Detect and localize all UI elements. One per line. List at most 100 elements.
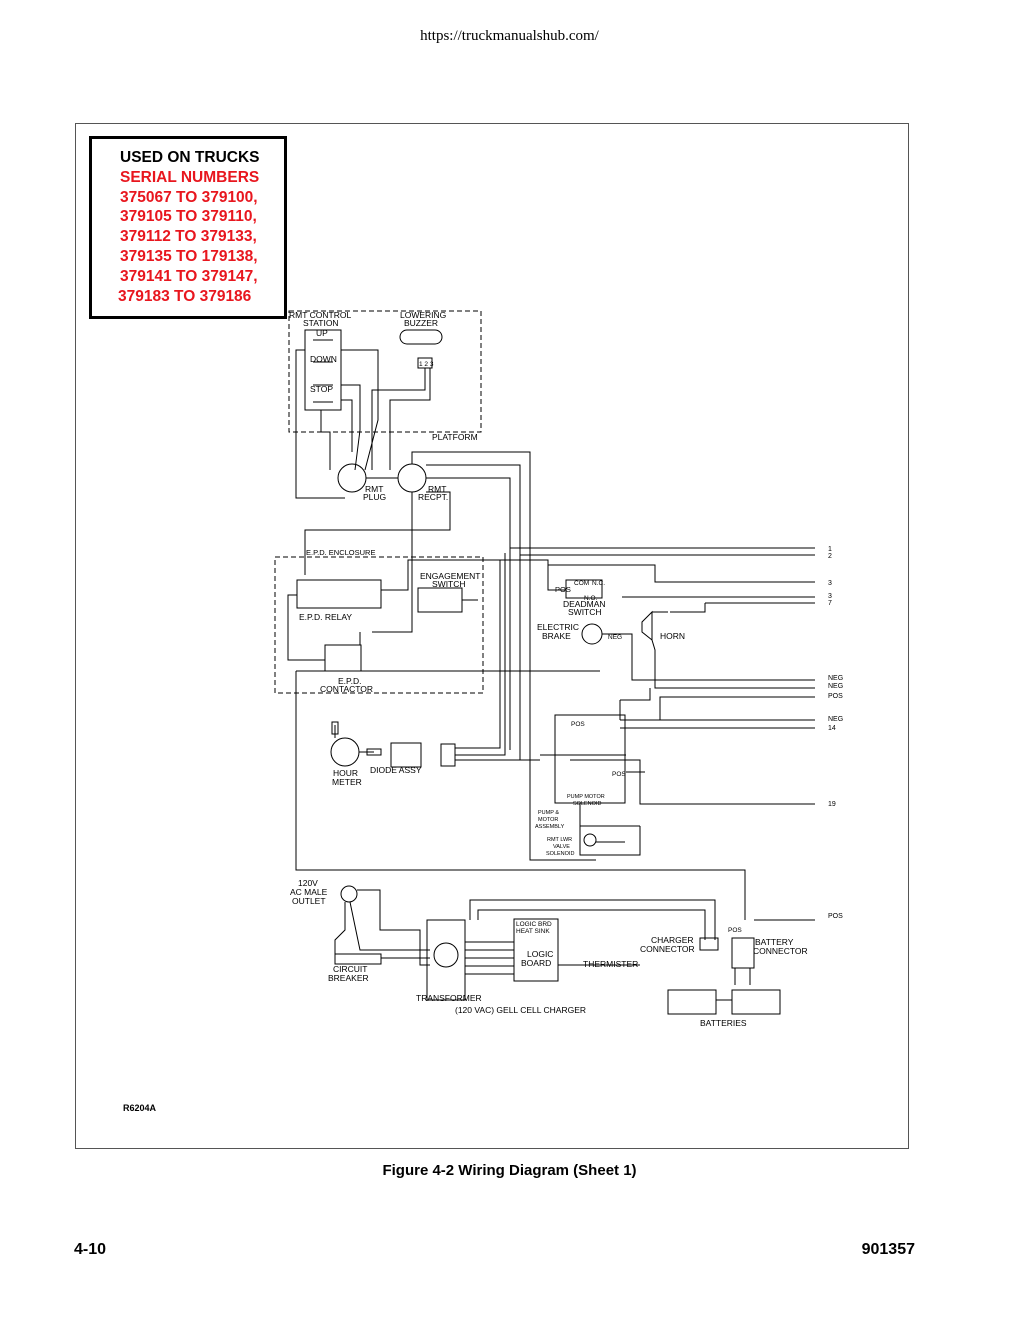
wire-label: 7 [828, 600, 832, 607]
svg-text:N.O.: N.O. [584, 595, 598, 602]
electric-brake-label: ELECTRIC [537, 622, 579, 632]
document-number: 901357 [861, 1241, 915, 1258]
svg-text:BUZZER: BUZZER [404, 318, 438, 328]
transformer [426, 919, 466, 1001]
charger-label: (120 VAC) GELL CELL CHARGER [455, 1005, 586, 1015]
serial-numbers-box: USED ON TRUCKS SERIAL NUMBERS 375067 TO … [89, 136, 287, 319]
wire-label: POS [828, 693, 843, 700]
electric-brake [581, 623, 603, 645]
serial-range: 379183 TO 379186 [118, 287, 252, 305]
battery-connector-label: BATTERY [755, 937, 794, 947]
wire-label: 3 [828, 580, 832, 587]
battery-1 [667, 989, 717, 1015]
serial-range: 379112 TO 379133, [120, 228, 257, 246]
rmt-recpt [397, 463, 427, 493]
battery-connector [731, 937, 755, 969]
wire-label: 19 [828, 801, 836, 808]
svg-text:SWITCH: SWITCH [568, 607, 602, 617]
batteries-label: BATTERIES [700, 1018, 747, 1028]
figure-caption: Figure 4-2 Wiring Diagram (Sheet 1) [382, 1162, 637, 1179]
serial-box-subtitle: SERIAL NUMBERS [120, 168, 260, 186]
wire-label: 14 [828, 725, 836, 732]
svg-text:AC MALE: AC MALE [290, 887, 328, 897]
svg-text:POS: POS [612, 771, 626, 778]
ac-outlet-label: 120V [298, 878, 318, 888]
ac-male-outlet [340, 885, 358, 903]
svg-text:SWITCH: SWITCH [432, 579, 466, 589]
svg-text:ASSEMBLY: ASSEMBLY [535, 824, 565, 830]
svg-text:UP: UP [316, 328, 328, 338]
svg-text:SOLENOID: SOLENOID [546, 851, 574, 857]
svg-text:CONTACTOR: CONTACTOR [320, 684, 373, 694]
svg-text:POS: POS [555, 585, 571, 594]
svg-text:DOWN: DOWN [310, 354, 337, 364]
diode-assy [390, 742, 422, 768]
buzzer-body [399, 329, 443, 345]
source-url[interactable]: https://truckmanualshub.com/ [420, 28, 599, 44]
svg-text:PUMP &: PUMP & [538, 810, 559, 816]
horn [641, 610, 653, 642]
svg-text:OUTLET: OUTLET [292, 896, 326, 906]
svg-text:POS: POS [728, 927, 742, 934]
epd-enclosure [274, 556, 484, 694]
svg-text:SOLENOID: SOLENOID [573, 801, 601, 807]
wire-label: NEG [828, 716, 843, 723]
svg-text:BOARD: BOARD [521, 958, 551, 968]
serial-range: 379105 TO 379110, [120, 208, 257, 226]
right-wire-labels: 1 2 3 3 7 NEG NEG POS NEG 14 19 POS [828, 546, 843, 920]
rmt-control-station-label: RMT CONTROL [289, 310, 351, 320]
circuit-breaker [334, 953, 382, 965]
svg-text:LOGIC BRD: LOGIC BRD [516, 921, 552, 928]
svg-text:RMT: RMT [428, 484, 446, 494]
epd-relay [296, 579, 382, 609]
wire-label: POS [828, 913, 843, 920]
hour-meter [330, 737, 360, 767]
epd-relay-label: E.P.D. RELAY [299, 612, 352, 622]
svg-text:N.C.: N.C. [592, 580, 605, 587]
epd-contactor [324, 644, 362, 672]
rmt-control-station [304, 329, 342, 411]
hour-meter-label: HOUR [333, 768, 358, 778]
svg-text:E.P.D.: E.P.D. [338, 676, 361, 686]
svg-text:COM: COM [574, 580, 589, 587]
rmt-lwr-valve [583, 833, 597, 847]
wire-label: 2 [828, 553, 832, 560]
svg-text:HEAT SINK: HEAT SINK [516, 928, 550, 935]
deadman-switch-label: DEADMAN [563, 599, 606, 609]
svg-text:RMT LWR: RMT LWR [547, 837, 572, 843]
charger-connector-label: CHARGER [651, 935, 694, 945]
thermister-label: THERMISTER [583, 959, 638, 969]
svg-text:NEG: NEG [608, 634, 622, 641]
svg-text:PLUG: PLUG [363, 492, 386, 502]
svg-text:RECPT.: RECPT. [418, 492, 448, 502]
svg-text:PUMP MOTOR: PUMP MOTOR [567, 794, 605, 800]
wire-label: NEG [828, 683, 843, 690]
transformer-label: TRANSFORMER [416, 993, 482, 1003]
svg-text:CONNECTOR: CONNECTOR [640, 944, 695, 954]
svg-text:CONNECTOR: CONNECTOR [753, 946, 808, 956]
serial-range: 375067 TO 379100, [120, 188, 258, 206]
serial-range: 379135 TO 179138, [120, 247, 258, 265]
svg-text:STOP: STOP [310, 384, 333, 394]
charger-connector [699, 937, 719, 951]
svg-text:POS: POS [571, 721, 585, 728]
wire-label: NEG [828, 675, 843, 682]
svg-text:METER: METER [332, 777, 362, 787]
wire-label: 1 [828, 546, 832, 553]
svg-text:1 2 3: 1 2 3 [419, 361, 434, 368]
logic-board-label: LOGIC [527, 949, 553, 959]
platform-enclosure [288, 310, 482, 433]
svg-text:RMT: RMT [365, 484, 383, 494]
svg-text:BRAKE: BRAKE [542, 631, 571, 641]
deadman-switch [565, 579, 603, 599]
engagement-switch-label: ENGAGEMENT [420, 571, 480, 581]
wire-label: 3 [828, 593, 832, 600]
diagram-frame [75, 123, 909, 1149]
serial-range: 379141 TO 379147, [120, 267, 258, 285]
platform-label: PLATFORM [432, 432, 478, 442]
diode-assy-label: DIODE ASSY [370, 765, 422, 775]
svg-text:VALVE: VALVE [553, 844, 570, 850]
figure-code: R6204A [123, 1103, 157, 1113]
epd-enclosure-label: E.P.D. ENCLOSURE [306, 548, 375, 557]
battery-2 [731, 989, 781, 1015]
